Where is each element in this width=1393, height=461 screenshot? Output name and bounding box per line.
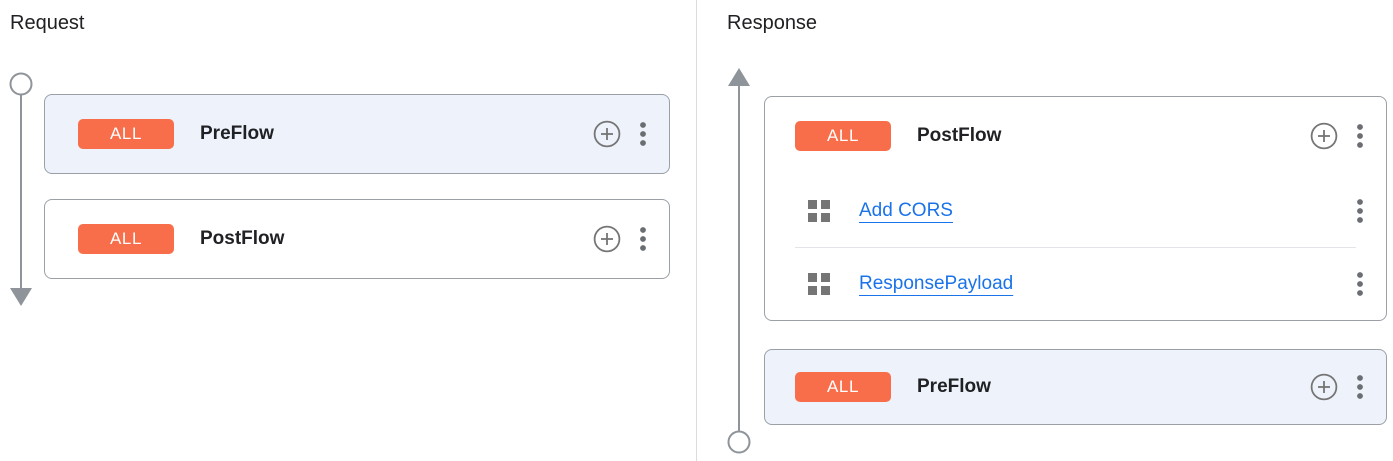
flow-header: ALL PreFlow	[765, 350, 1386, 424]
condition-badge: ALL	[795, 372, 891, 402]
arrow-up-icon	[728, 68, 750, 86]
flow-header: ALL PreFlow	[45, 95, 669, 173]
three-dot-menu-icon	[1357, 199, 1363, 223]
flow-label: PostFlow	[917, 125, 1002, 146]
request-preflow-card[interactable]: ALL PreFlow	[44, 94, 670, 174]
flow-label: PreFlow	[917, 376, 991, 397]
policy-step-icon	[808, 200, 830, 222]
flow-menu-button[interactable]	[639, 225, 647, 253]
plus-circle-icon	[1310, 122, 1338, 150]
policy-row-divider	[795, 247, 1356, 248]
condition-badge: ALL	[78, 224, 174, 254]
add-policy-button[interactable]	[1309, 121, 1339, 151]
request-flow-list: ALL PreFlow	[44, 94, 670, 279]
flow-menu-button[interactable]	[639, 120, 647, 148]
response-timeline	[727, 68, 751, 454]
timeline-end-circle-icon	[727, 430, 751, 454]
policy-row: ResponsePayload	[765, 248, 1386, 320]
three-dot-menu-icon	[640, 122, 646, 146]
response-panel: Response ALL PostFlow	[697, 0, 1393, 461]
request-panel: Request ALL PreFlow	[9, 0, 697, 461]
three-dot-menu-icon	[640, 227, 646, 251]
add-policy-button[interactable]	[592, 224, 622, 254]
plus-circle-icon	[593, 120, 621, 148]
policy-row: Add CORS	[765, 175, 1386, 247]
condition-badge: ALL	[78, 119, 174, 149]
plus-circle-icon	[1310, 373, 1338, 401]
flow-label: PostFlow	[200, 228, 285, 249]
response-panel-title: Response	[727, 12, 818, 34]
response-flow-list: ALL PostFlow	[764, 96, 1387, 425]
policy-menu-button[interactable]	[1356, 197, 1364, 225]
flow-label: PreFlow	[200, 123, 274, 144]
response-postflow-card[interactable]: ALL PostFlow	[764, 96, 1387, 321]
request-timeline	[9, 72, 33, 306]
arrow-down-icon	[10, 288, 32, 306]
request-postflow-card[interactable]: ALL PostFlow	[44, 199, 670, 279]
flow-header: ALL PostFlow	[765, 97, 1386, 175]
policy-link-add-cors[interactable]: Add CORS	[859, 200, 953, 221]
request-panel-title: Request	[10, 12, 85, 34]
three-dot-menu-icon	[1357, 375, 1363, 399]
flow-menu-button[interactable]	[1356, 122, 1364, 150]
add-policy-button[interactable]	[592, 119, 622, 149]
policy-step-icon	[808, 273, 830, 295]
condition-badge: ALL	[795, 121, 891, 151]
plus-circle-icon	[593, 225, 621, 253]
three-dot-menu-icon	[1357, 272, 1363, 296]
policy-link-responsepayload[interactable]: ResponsePayload	[859, 273, 1014, 294]
timeline-start-circle-icon	[9, 72, 33, 96]
add-policy-button[interactable]	[1309, 372, 1339, 402]
policy-menu-button[interactable]	[1356, 270, 1364, 298]
flow-header: ALL PostFlow	[45, 200, 669, 278]
flow-menu-button[interactable]	[1356, 373, 1364, 401]
response-preflow-card[interactable]: ALL PreFlow	[764, 349, 1387, 425]
three-dot-menu-icon	[1357, 124, 1363, 148]
